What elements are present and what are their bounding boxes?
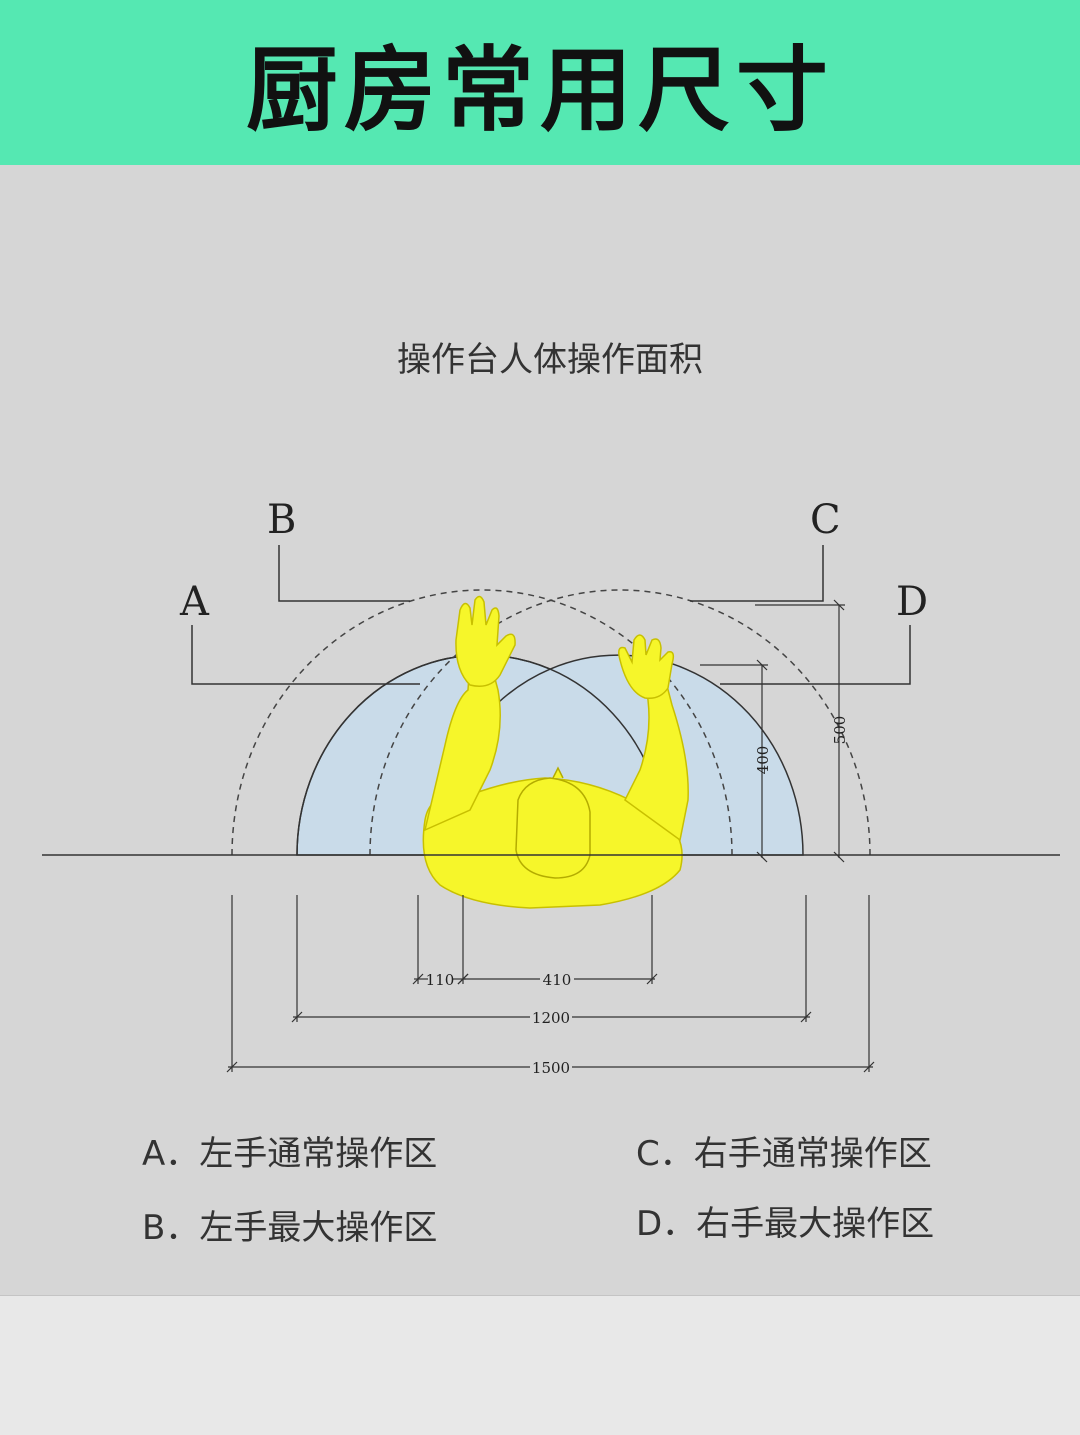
leader-line-b: [278, 545, 410, 602]
diagram-title: 操作台人体操作面积: [397, 340, 703, 380]
label-b: B: [267, 497, 296, 543]
dimension-1200: [291, 1011, 812, 1023]
legend-item-a: A．左手通常操作区: [142, 1134, 438, 1174]
dimension-410: [457, 973, 658, 985]
header-banner: 厨房常用尺寸: [0, 0, 1080, 165]
person-figure: [422, 595, 689, 909]
dimension-1500: [226, 1061, 875, 1073]
label-d: D: [896, 579, 928, 625]
leader-line-a: [191, 625, 420, 685]
dimension-400-label: 400: [754, 746, 772, 775]
dimension-500: [755, 599, 845, 863]
leader-line-c: [690, 545, 824, 602]
legend-item-b: B．左手最大操作区: [142, 1208, 438, 1248]
bottom-strip: [0, 1295, 1080, 1435]
legend-item-c: C．右手通常操作区: [636, 1134, 932, 1174]
dimension-500-label: 500: [831, 716, 849, 745]
label-c: C: [810, 497, 841, 543]
dimension-410-label: 410: [543, 971, 572, 989]
leader-line-d: [720, 625, 911, 685]
dimension-1500-label: 1500: [532, 1059, 570, 1077]
dimension-110-label: 110: [426, 971, 455, 989]
dimension-1200-label: 1200: [532, 1009, 570, 1027]
legend-item-d: D．右手最大操作区: [636, 1204, 935, 1244]
page-title: 厨房常用尺寸: [245, 37, 834, 144]
label-a: A: [179, 579, 210, 625]
dimension-400: [700, 659, 768, 863]
extension-lines: [231, 895, 870, 1072]
